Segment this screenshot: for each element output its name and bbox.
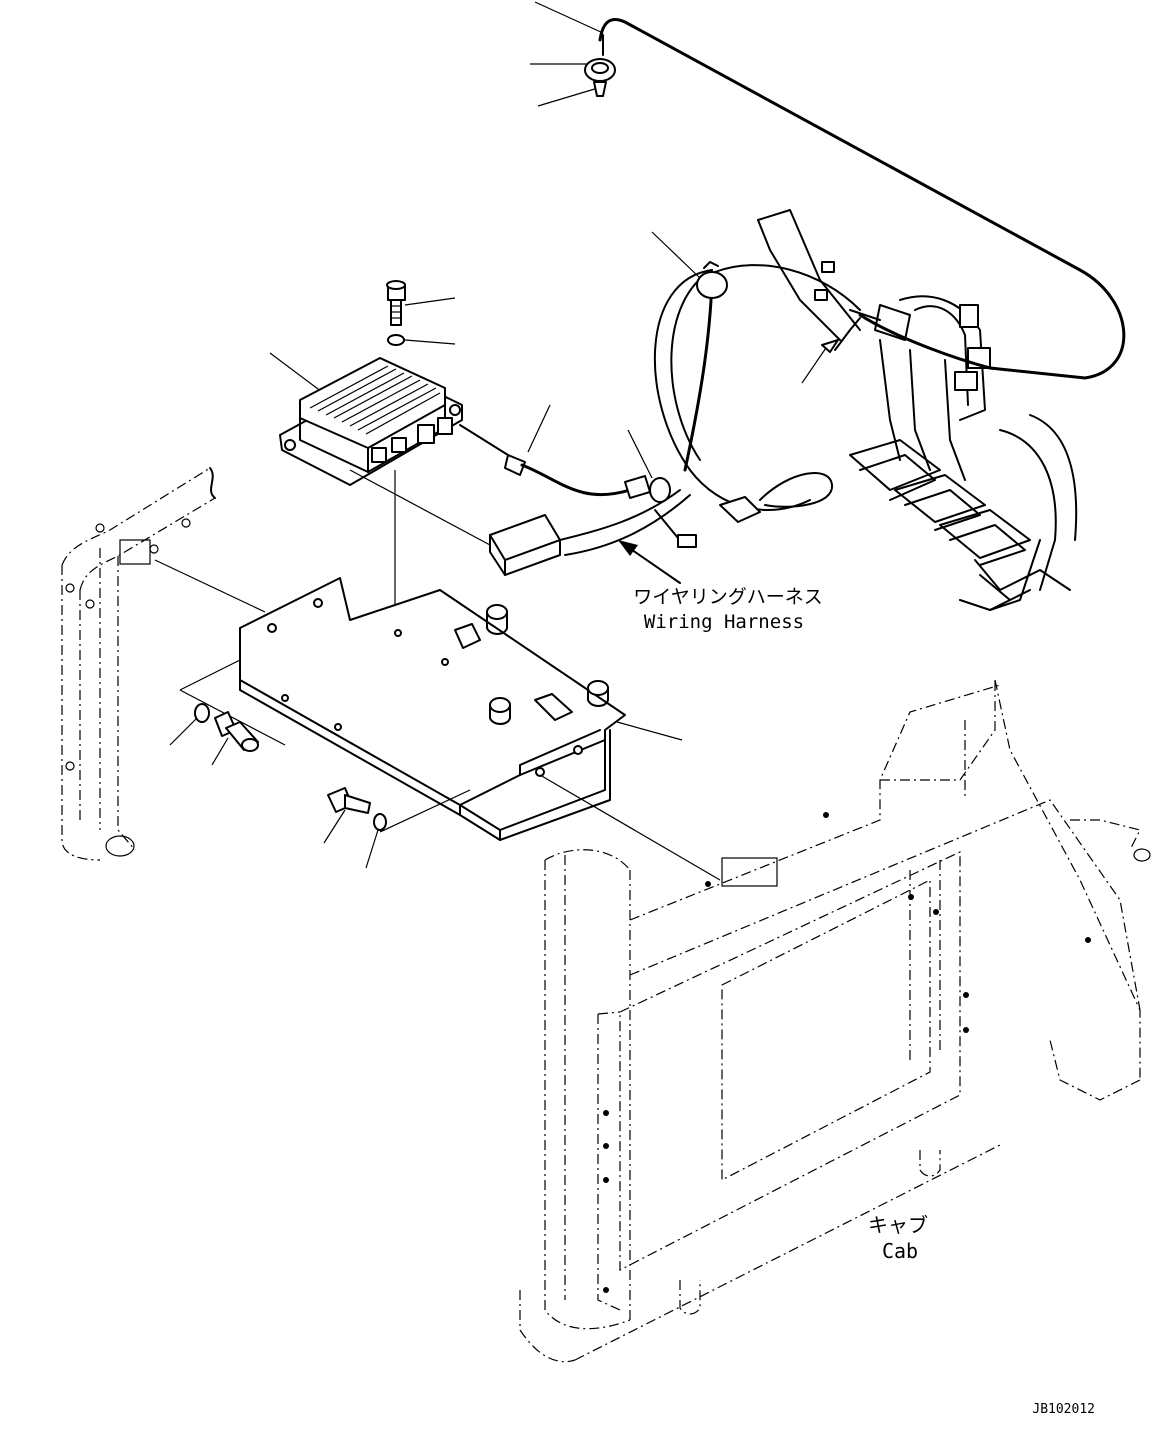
- connector-block: [489, 514, 561, 561]
- washer-top: [387, 334, 405, 346]
- cab-frame: [519, 679, 1151, 1363]
- connector-round: [719, 496, 761, 523]
- clip-pin: [834, 317, 861, 351]
- drawing-code: JB102012: [1032, 1402, 1095, 1417]
- cab-label-en: Cab: [882, 1239, 918, 1263]
- harness-label-en: Wiring Harness: [644, 611, 804, 633]
- pedal-assembly: [757, 209, 1078, 611]
- harness-grommet: [696, 271, 728, 299]
- sensor-connector: [349, 424, 697, 576]
- bolt-top: [386, 280, 406, 326]
- wiring-harness-loops: [653, 261, 861, 523]
- mounting-plate: [179, 577, 721, 881]
- cab-label-jp: キャブ: [868, 1213, 928, 1237]
- pedal-pad: [849, 439, 941, 491]
- bracket-block: [959, 304, 979, 328]
- lower-bolt-left: [194, 703, 259, 752]
- lower-bolt-right: [327, 787, 387, 831]
- harness-label-jp: ワイヤリングハーネス: [633, 586, 822, 608]
- leader-lines: [169, 1, 829, 869]
- left-frame: [61, 467, 266, 861]
- controller-unit: [279, 357, 463, 628]
- cooling-fins: [309, 365, 441, 435]
- harness-arrow: [618, 540, 681, 584]
- clip: [593, 81, 607, 97]
- antenna-wire: [584, 17, 1126, 380]
